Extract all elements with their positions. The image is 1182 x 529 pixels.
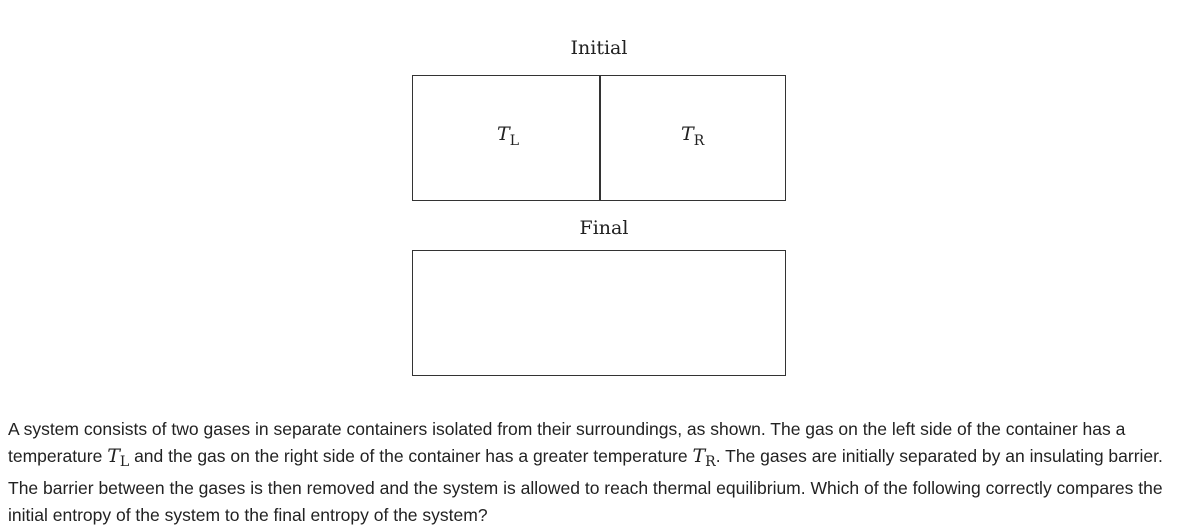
right-temperature-label: TR xyxy=(681,123,704,149)
question-t-right-symbol: T xyxy=(692,444,706,467)
initial-container: TL TR xyxy=(412,75,786,201)
insulating-barrier xyxy=(599,76,601,200)
left-temperature-symbol: T xyxy=(497,123,510,145)
final-label: Final xyxy=(579,217,629,239)
right-temperature-subscript: R xyxy=(693,133,705,149)
question-part-3: . The gases are initially separated by a… xyxy=(8,445,1163,525)
left-temperature-label: TL xyxy=(497,123,519,149)
question-text: A system consists of two gases in separa… xyxy=(8,416,1176,528)
initial-label: Initial xyxy=(570,37,628,59)
left-temperature-subscript: L xyxy=(509,133,519,149)
right-temperature-symbol: T xyxy=(681,123,694,145)
question-part-1: A system consists of two gases in separa… xyxy=(8,419,1126,466)
final-container xyxy=(412,250,786,376)
question-part-2: and the gas on the right side of the con… xyxy=(129,445,693,466)
question-t-left-subscript: L xyxy=(119,453,130,470)
question-t-left-symbol: T xyxy=(107,444,120,467)
question-t-right-subscript: R xyxy=(705,453,716,470)
